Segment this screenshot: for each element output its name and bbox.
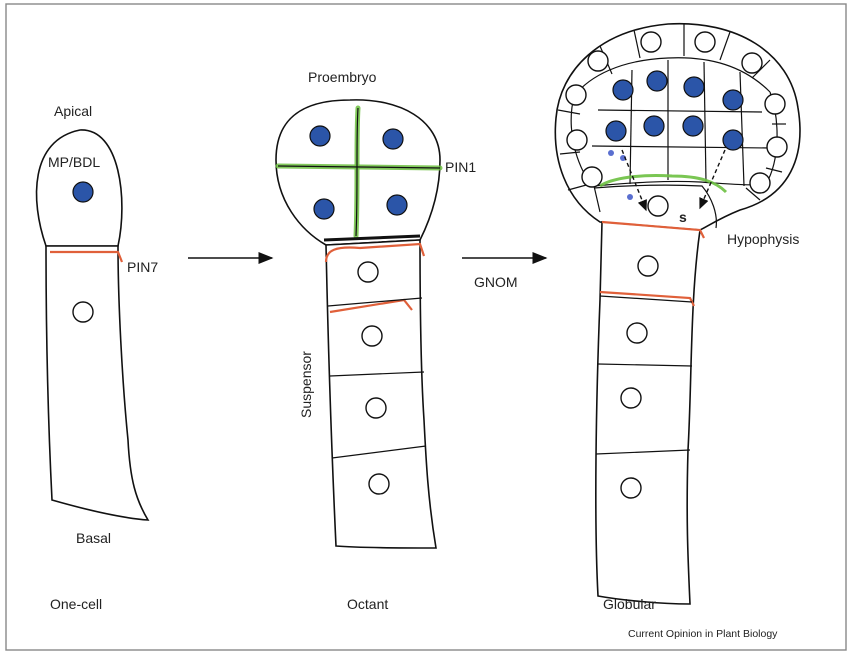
nucleus-blue [684,77,704,97]
nucleus-blue [683,116,703,136]
suspensor-label: Suspensor [298,351,314,418]
nucleus [358,262,378,282]
nucleus-blue [387,195,407,215]
nucleus [627,323,647,343]
nucleus [648,196,668,216]
nucleus-blue [644,116,664,136]
mp-bdl-label: MP/BDL [48,154,100,170]
basal-cell [46,246,148,520]
nucleus-blue [383,129,403,149]
credit-text: Current Opinion in Plant Biology [628,628,778,640]
s-label: s [679,209,687,225]
apical-label: Apical [54,103,92,119]
nucleus [638,256,658,276]
stage-label-octant: Octant [347,596,388,612]
gnom-label: GNOM [474,274,518,290]
nucleus-blue [314,199,334,219]
auxin-dot [627,194,633,200]
nucleus [621,388,641,408]
stage-label-one-cell: One-cell [50,596,102,612]
suspensor [596,222,700,604]
nucleus [582,167,602,187]
pin7-label: PIN7 [127,259,158,275]
nucleus-blue [73,182,93,202]
nucleus-blue [606,121,626,141]
auxin-dot [608,150,614,156]
globular-embryo [555,24,800,604]
nucleus [567,130,587,150]
nucleus [588,51,608,71]
nucleus [765,94,785,114]
basal-label: Basal [76,530,111,546]
nucleus-blue [647,71,667,91]
nucleus-blue [723,130,743,150]
hypophysis-label: Hypophysis [727,231,799,247]
nucleus [742,53,762,73]
nucleus-blue [310,126,330,146]
nucleus [366,398,386,418]
nucleus [369,474,389,494]
nucleus [566,85,586,105]
nucleus [750,173,770,193]
nucleus [362,326,382,346]
one-cell-embryo [37,130,148,520]
pin1-label: PIN1 [445,159,476,175]
nucleus [73,302,93,322]
nucleus [767,137,787,157]
nucleus-blue [613,80,633,100]
nucleus-blue [723,90,743,110]
nucleus [641,32,661,52]
stage-label-globular: Globular [603,596,656,612]
nucleus [695,32,715,52]
nucleus [621,478,641,498]
octant-embryo [276,100,440,548]
proembryo-label: Proembryo [308,69,377,85]
suspensor [326,240,436,548]
